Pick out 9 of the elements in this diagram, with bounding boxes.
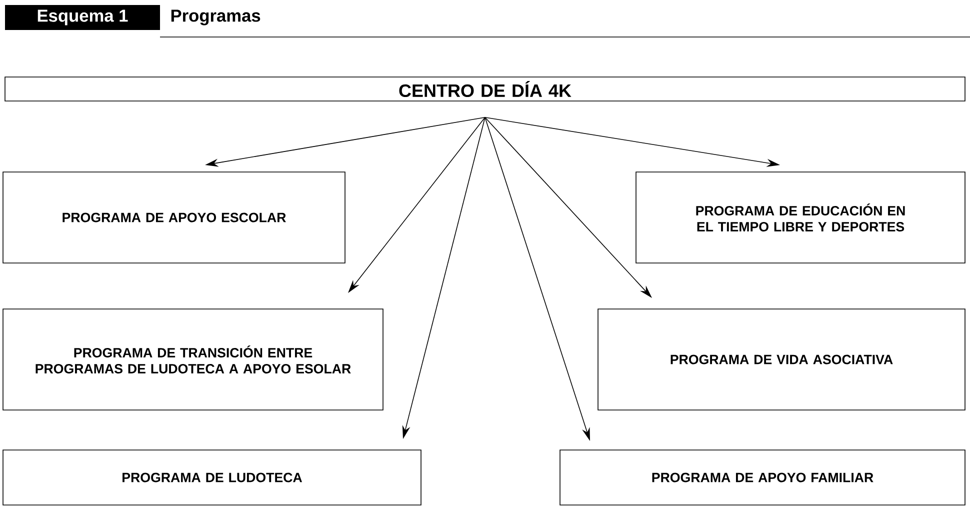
program-box: PROGRAMA DE APOYO FAMILIAR <box>560 450 966 506</box>
header-tab: Esquema 1 <box>5 5 160 30</box>
program-box: CENTRO DE DÍA 4K <box>4 76 966 102</box>
program-box: PROGRAMA DE VIDA ASOCIATIVA <box>598 308 966 410</box>
title: Programas <box>171 10 260 26</box>
program-box: PROGRAMA DE LUDOTECA <box>2 450 422 506</box>
program-box: PROGRAMA DE EDUCACIÓN EN EL TIEMPO LIBRE Y DEPORTES <box>636 172 966 264</box>
program-box: PROGRAMA DE APOYO ESCOLAR <box>2 172 346 264</box>
program-box: PROGRAMA DE TRANSICIÓN ENTRE PROGRAMAS DE LUDOTECA A APOYO ESOLAR <box>2 308 384 410</box>
